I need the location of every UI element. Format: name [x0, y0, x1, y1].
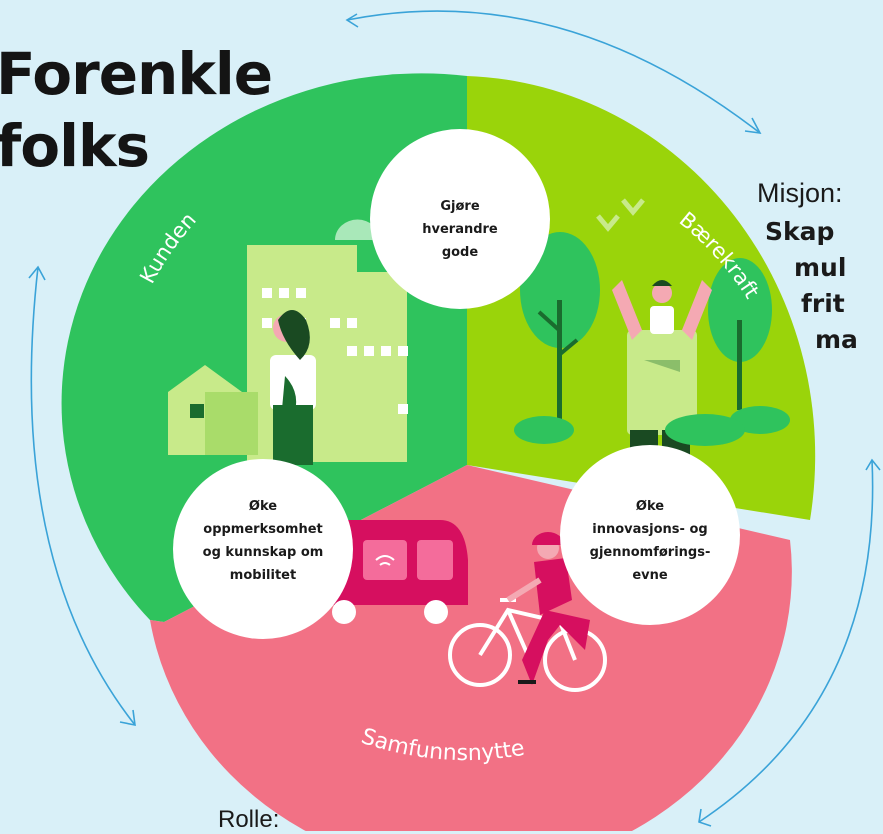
headline-line-1: Forenkle	[0, 40, 273, 108]
goal-circle-right	[560, 445, 740, 625]
cycle-arrows	[28, 10, 881, 827]
goal-circle-top	[370, 129, 550, 309]
goal-left-line-2: oppmerksomhet	[203, 522, 322, 537]
goal-top-line-2: hverandre	[422, 222, 498, 237]
mission-line-4: ma	[815, 325, 858, 354]
goal-left-line-1: Øke	[249, 499, 277, 514]
goal-right-line-2: innovasjons- og	[592, 522, 707, 537]
mission-line-1: Skap	[765, 217, 835, 246]
goal-right-line-3: gjennomførings-	[590, 545, 711, 560]
society-illustration	[325, 520, 607, 692]
goal-top-line-1: Gjøre	[440, 199, 479, 214]
mission-line-2: mul	[794, 253, 847, 282]
cycle-arrow-left	[30, 266, 136, 726]
mission-line-3: frit	[801, 289, 845, 318]
goal-left-line-4: mobilitet	[230, 568, 296, 583]
cycle-arrow-top	[346, 10, 761, 134]
role-prefix: Rolle:	[218, 806, 280, 833]
customer-illustration	[168, 219, 408, 465]
mission-statement: Skap mul frit ma	[765, 214, 858, 358]
headline-line-2: folks	[0, 112, 150, 180]
headline: Forenkle folks	[0, 38, 310, 182]
goal-top-line-3: gode	[442, 245, 479, 260]
goal-circle-left	[173, 459, 353, 639]
goal-right-line-4: evne	[632, 568, 668, 583]
goal-right-line-1: Øke	[636, 499, 664, 514]
goal-left-line-3: og kunnskap om	[203, 545, 324, 560]
segment-sustainability	[467, 76, 816, 520]
cycle-arrow-right	[698, 459, 874, 823]
mission-prefix: Misjon:	[757, 178, 843, 208]
